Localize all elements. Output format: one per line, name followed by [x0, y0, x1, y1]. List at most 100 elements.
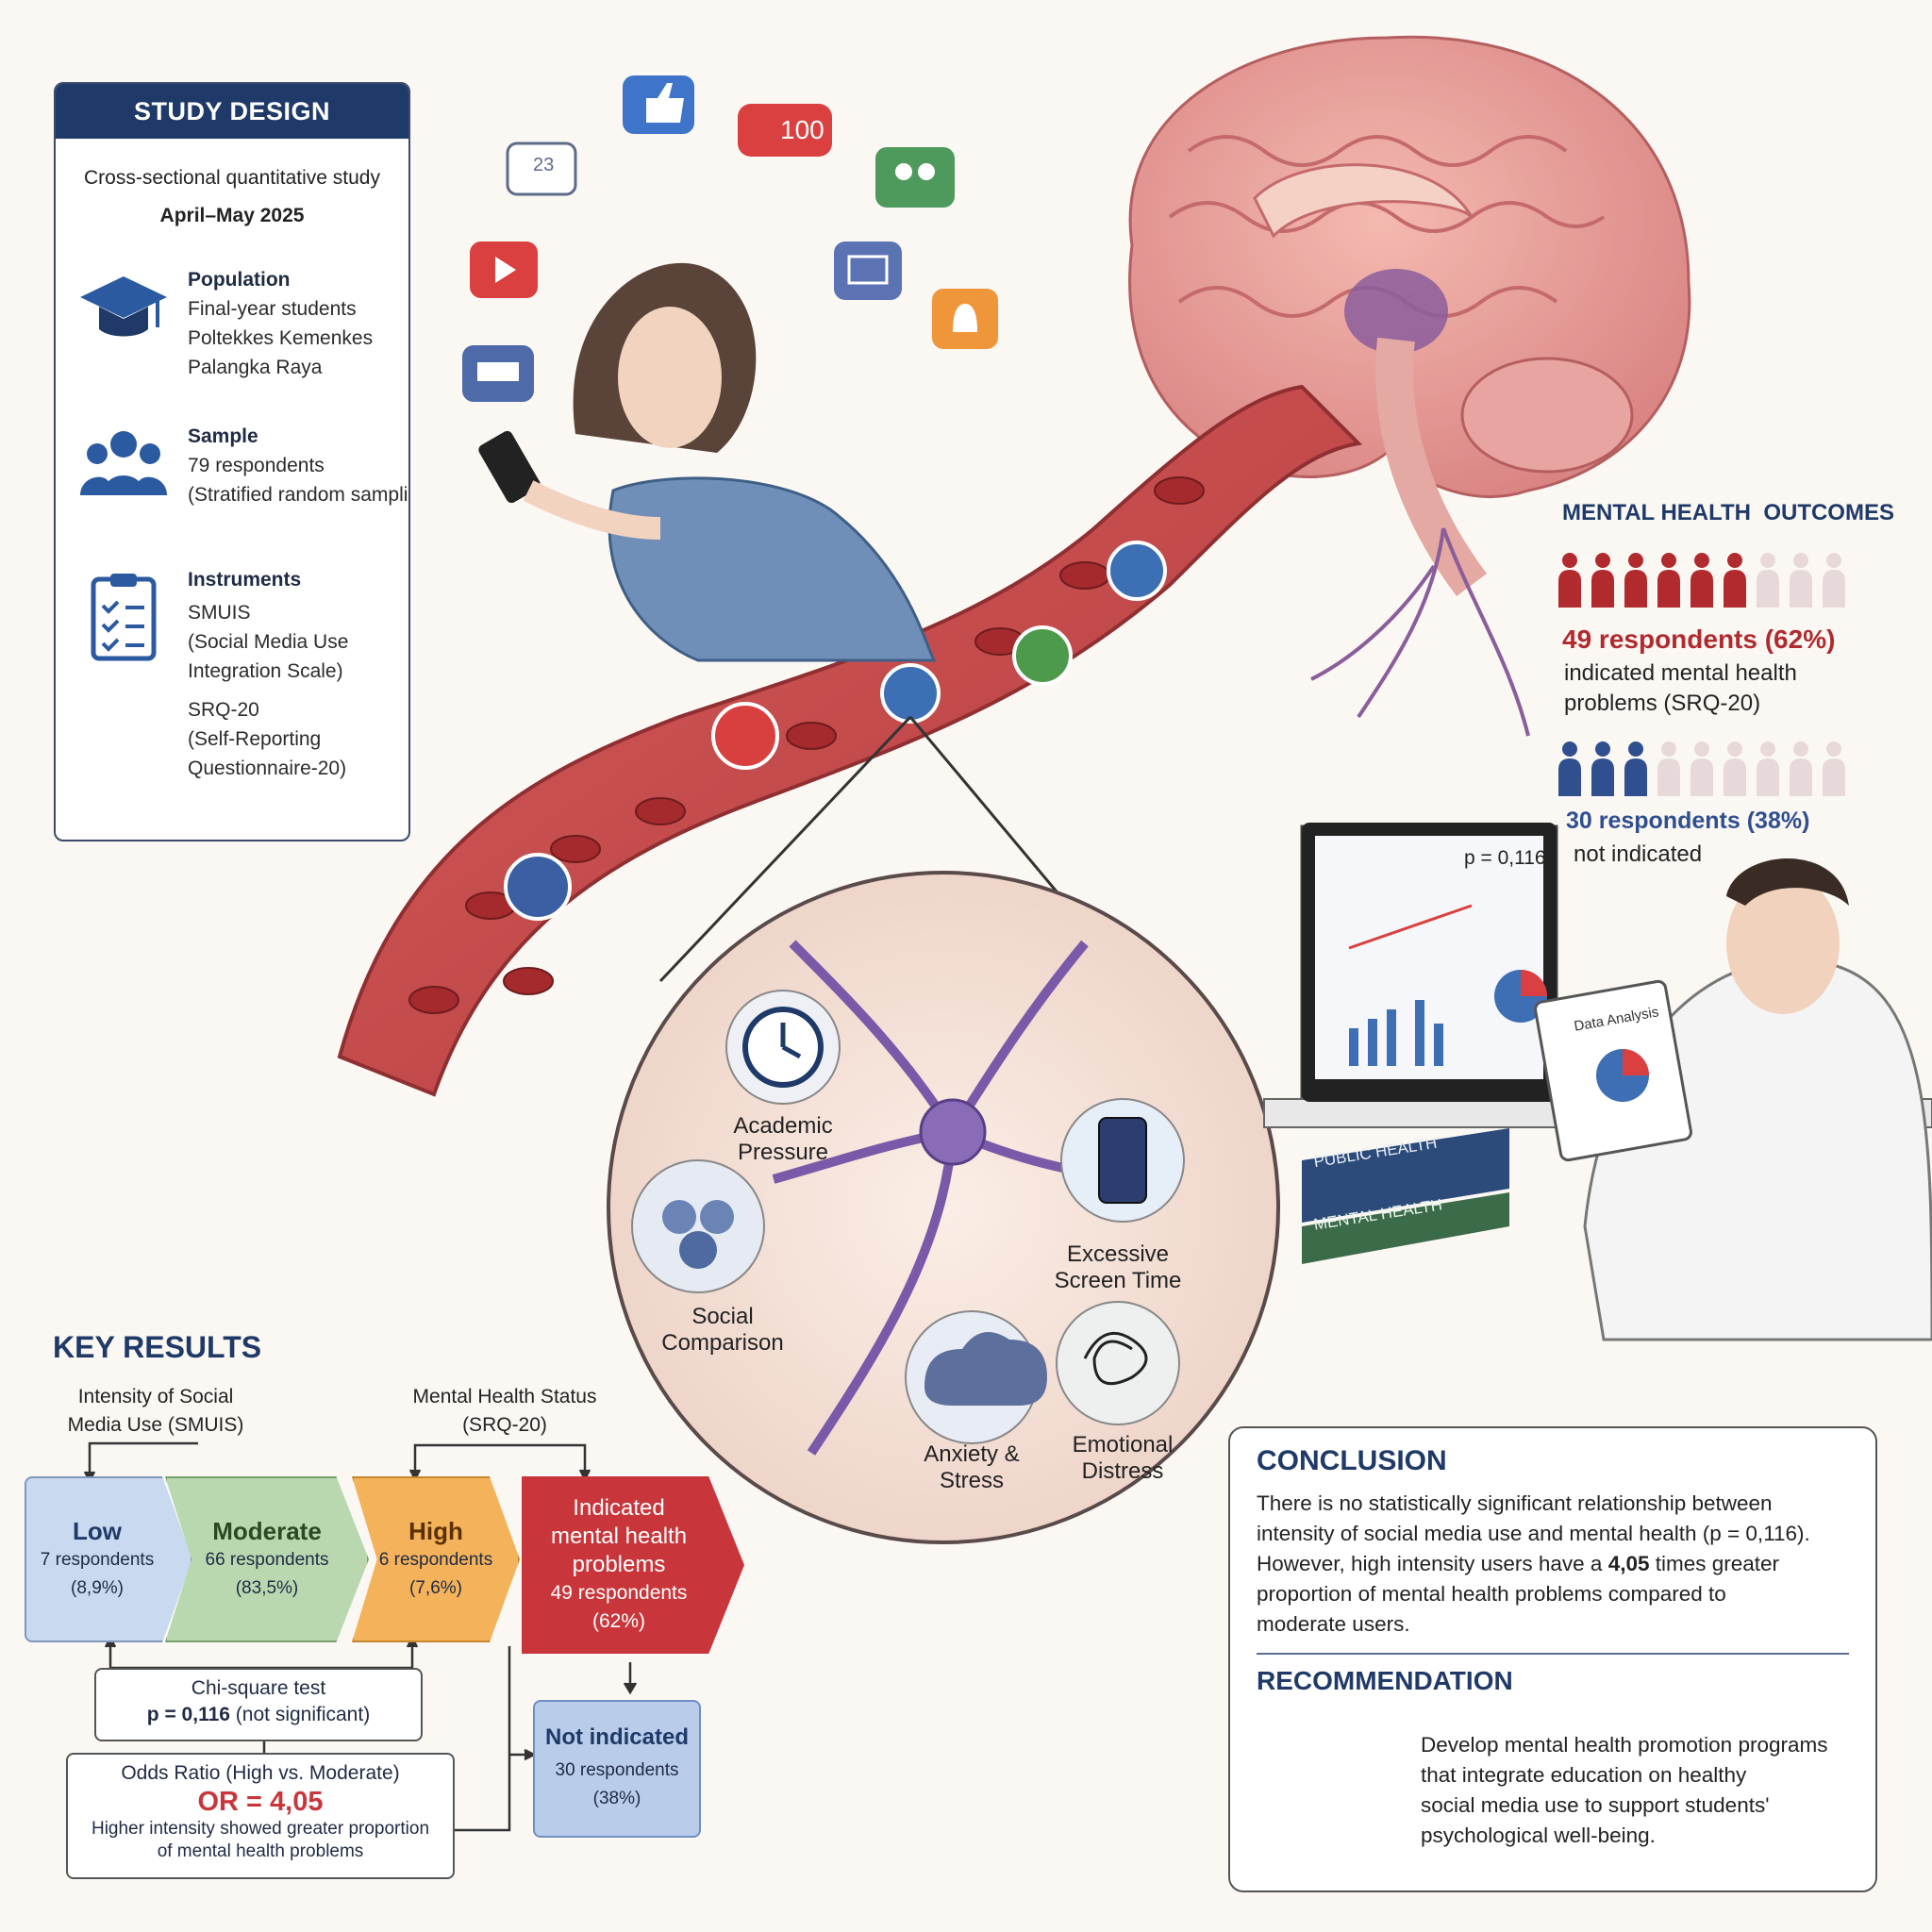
odds-ratio-value: OR = 4,05 [197, 1787, 324, 1817]
conclusion-line: However, high intensity users have a 4,0… [1257, 1549, 1860, 1579]
person-icon [1657, 553, 1680, 608]
not-indicated-people-row [1558, 741, 1845, 796]
researcher-illustration [1263, 823, 1932, 1341]
factor-emotional-distress: Emotional Distress [1028, 1432, 1217, 1485]
section-divider [1257, 1653, 1849, 1655]
study-design-card: STUDY DESIGN Cross-sectional quantitativ… [54, 82, 410, 841]
indicated-line: indicated mental health [1564, 660, 1797, 686]
factor-label: Distress [1081, 1458, 1164, 1484]
recommendation-text: Develop mental health promotion programs… [1421, 1730, 1864, 1851]
factor-label: Emotional [1072, 1432, 1174, 1457]
odds-ratio-box: Odds Ratio (High vs. Moderate) OR = 4,05… [66, 1753, 455, 1879]
instrument-line: SRQ-20 [188, 699, 259, 721]
conclusion-line: moderate users. [1257, 1612, 1410, 1636]
low-label: Low [73, 1516, 122, 1545]
recommendation-line: Develop mental health promotion programs [1421, 1733, 1828, 1757]
indicated-people-row [1558, 553, 1845, 608]
conclusion-text: There is no statistically significant re… [1257, 1489, 1860, 1640]
message-icon [462, 345, 534, 402]
comment-count: 23 [533, 155, 555, 175]
person-icon [1790, 741, 1812, 796]
key-results-title: KEY RESULTS [53, 1330, 262, 1364]
person-icon [1823, 553, 1845, 608]
indicated-heading: problems [572, 1552, 666, 1577]
population-line: Poltekkes Kemenkes [188, 327, 374, 349]
conclusion-line: There is no statistically significant re… [1257, 1491, 1773, 1515]
not-indicated-count: 30 respondents [555, 1760, 679, 1780]
not-indicated-line: not indicated [1574, 841, 1703, 867]
factor-excessive-screen-time: Excessive Screen Time [1019, 1241, 1217, 1294]
conclusion-card: CONCLUSION There is no statistically sig… [1228, 1426, 1877, 1892]
smuis-label-line: Intensity of Social [77, 1386, 234, 1407]
person-icon [1757, 553, 1779, 608]
sample-line: (Stratified random sampling) [188, 484, 408, 506]
chi-square-title: Chi-square test [191, 1677, 326, 1699]
factor-label: Academic [733, 1113, 833, 1139]
people-group-icon [80, 431, 167, 495]
low-percent: (8,9%) [71, 1577, 124, 1598]
smuis-label-line: Media Use (SMUIS) [67, 1414, 244, 1436]
study-design-title: STUDY DESIGN [56, 84, 408, 139]
sample-title: Sample [188, 425, 258, 447]
high-percent: (7,6%) [409, 1577, 462, 1598]
person-icon [1690, 553, 1713, 608]
high-count: 6 respondents [378, 1549, 493, 1570]
group-icon [875, 147, 955, 208]
brain-illustration [1128, 35, 1691, 737]
blood-vessel-illustration [337, 384, 1363, 1097]
srq-label: Mental Health Status (SRQ-20) [377, 1383, 632, 1440]
srq-label-line: Mental Health Status [412, 1386, 597, 1407]
instrument-line: Questionnaire-20) [188, 758, 347, 779]
low-count: 7 respondents [40, 1549, 155, 1570]
high-intensity-box: High 6 respondents (7,6%) [352, 1476, 520, 1642]
srq-label-line: (SRQ-20) [462, 1414, 547, 1436]
study-design-period: April–May 2025 [159, 205, 305, 226]
factor-label: Stress [939, 1468, 1004, 1493]
conclusion-line: intensity of social media use and mental… [1257, 1522, 1810, 1545]
not-indicated-label: Not indicated [544, 1724, 689, 1750]
chi-square-result: p = 0,116 (not significant) [96, 1704, 421, 1726]
low-intensity-box: Low 7 respondents (8,9%) [25, 1476, 192, 1642]
conclusion-title: CONCLUSION [1257, 1445, 1447, 1476]
odds-ratio-note: of mental health problems [157, 1841, 364, 1861]
recommendation-line: psychological well-being. [1421, 1824, 1656, 1847]
person-icon [1724, 553, 1746, 608]
moderate-percent: (83,5%) [235, 1577, 299, 1598]
population-title: Population [188, 269, 291, 291]
moderate-count: 66 respondents [205, 1549, 329, 1570]
sample-line: 79 respondents [188, 455, 325, 476]
conclusion-text-part: times greater [1649, 1552, 1780, 1575]
person-icon [1757, 741, 1779, 796]
moderate-label: Moderate [212, 1516, 322, 1545]
conclusion-text-part: However, high intensity users have a [1257, 1552, 1608, 1575]
outcomes-title: MENTAL HEALTH OUTCOMES [1562, 500, 1894, 525]
person-icon [1823, 741, 1845, 796]
not-indicated-value: 30 respondents (38%) [1566, 808, 1810, 834]
person-icon [1624, 553, 1647, 608]
conclusion-highlight: 4,05 [1607, 1552, 1650, 1575]
clipboard-checklist-icon [91, 574, 157, 661]
person-icon [1624, 741, 1647, 796]
indicated-box: Indicated mental health problems 49 resp… [522, 1476, 744, 1654]
person-icon [1558, 741, 1581, 796]
image-icon [834, 242, 902, 300]
moderate-intensity-box: Moderate 66 respondents (83,5%) [165, 1476, 369, 1642]
factor-anxiety-stress: Anxiety & Stress [877, 1441, 1066, 1494]
person-icon [1558, 553, 1581, 608]
factor-label: Social [691, 1304, 754, 1329]
person-icon [1657, 741, 1680, 796]
student-phone-illustration [478, 262, 937, 662]
instrument-line: (Self-Reporting [188, 728, 322, 750]
odds-ratio-note: Higher intensity showed greater proporti… [91, 1819, 430, 1839]
heart-count: 100 [780, 115, 824, 144]
indicated-line: problems (SRQ-20) [1564, 691, 1761, 716]
factor-social-comparison: Social Comparison [619, 1304, 826, 1357]
population-line: Palangka Raya [188, 357, 323, 378]
indicated-heading: Indicated [573, 1495, 665, 1521]
person-icon [1591, 741, 1614, 796]
bell-icon [932, 289, 998, 349]
smuis-label: Intensity of Social Media Use (SMUIS) [38, 1383, 274, 1440]
factor-label: Pressure [737, 1140, 829, 1165]
chi-square-value: p = 0,116 [146, 1704, 230, 1725]
